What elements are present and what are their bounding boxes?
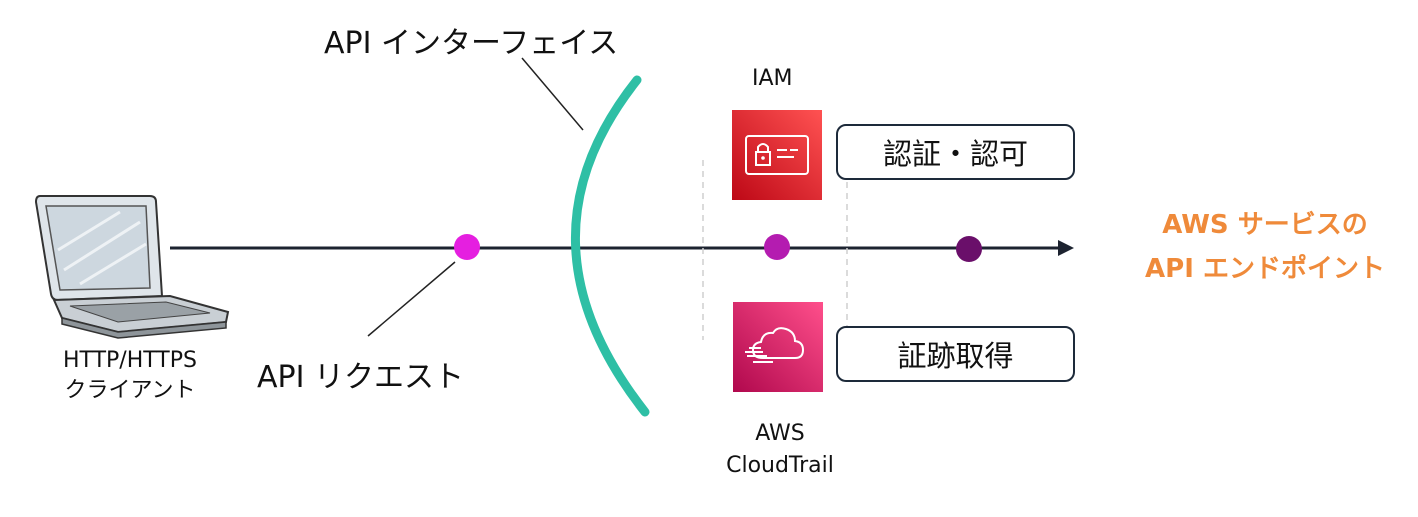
- cloudtrail-label: AWS CloudTrail: [700, 418, 860, 482]
- api-request-dot: [454, 234, 480, 260]
- api-interface-arc: [571, 75, 650, 417]
- client-label-line1: HTTP/HTTPS: [63, 348, 197, 373]
- arrow-head: [1058, 240, 1074, 256]
- cloudtrail-label-line2: CloudTrail: [726, 453, 834, 478]
- laptop-icon: [34, 195, 230, 339]
- iam-id-card-lock-icon: [745, 135, 809, 175]
- cloudtrail-label-line1: AWS: [755, 421, 805, 446]
- cloudtrail-service-icon: [733, 302, 823, 392]
- api-interface-leader: [521, 57, 584, 131]
- api-interface-label: API インターフェイス: [324, 26, 619, 61]
- endpoint-label-line1: AWS サービスの: [1162, 210, 1368, 240]
- api-request-leader: [367, 261, 456, 337]
- iam-label: IAM: [752, 66, 793, 91]
- audit-trail-label: 証跡取得: [897, 339, 1014, 373]
- audit-trail-box: 証跡取得: [836, 326, 1075, 382]
- authn-authz-label: 認証・認可: [882, 137, 1028, 171]
- client-label-line2: クライアント: [64, 378, 196, 403]
- endpoint-label: AWS サービスの API エンドポイント: [1115, 203, 1415, 291]
- cloudtrail-cloud-icon: [745, 327, 805, 363]
- iam-check-dot: [764, 234, 790, 260]
- api-request-label: API リクエスト: [257, 360, 464, 395]
- endpoint-dot: [956, 236, 982, 262]
- client-label: HTTP/HTTPS クライアント: [40, 346, 220, 406]
- iam-service-icon: [732, 110, 822, 200]
- authn-authz-box: 認証・認可: [836, 124, 1075, 180]
- endpoint-label-line2: API エンドポイント: [1145, 254, 1385, 284]
